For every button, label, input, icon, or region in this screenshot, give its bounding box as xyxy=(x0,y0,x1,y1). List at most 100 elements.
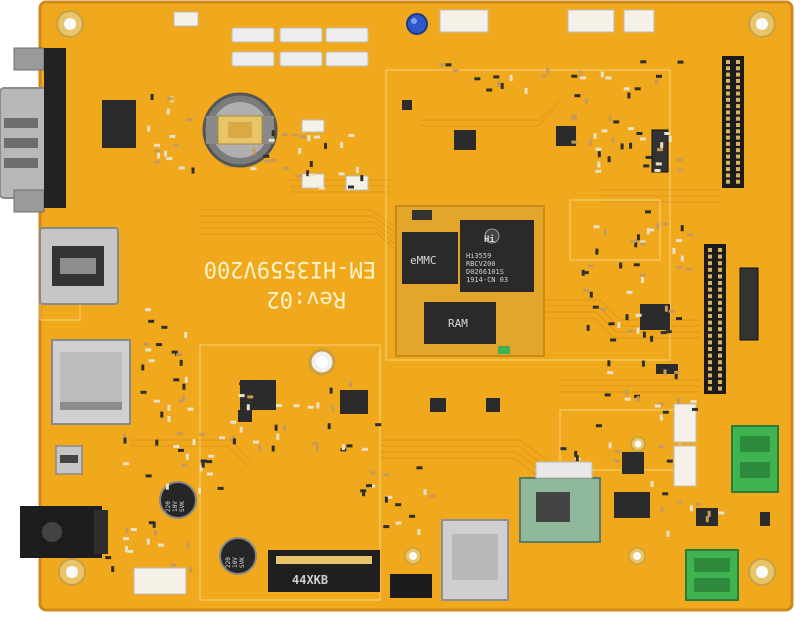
smd-part xyxy=(639,273,646,277)
header-pin xyxy=(736,66,740,71)
smd-part xyxy=(384,496,388,503)
smd-part xyxy=(181,464,188,467)
header-pin xyxy=(736,173,740,178)
smd-part xyxy=(161,325,168,329)
smd-part xyxy=(593,133,597,139)
jst-connectors-top xyxy=(173,9,655,191)
smd-part xyxy=(247,395,254,399)
jst-connectors-right xyxy=(673,403,697,487)
smd-part xyxy=(595,169,602,173)
smd-part xyxy=(646,228,650,235)
header-pin xyxy=(726,110,730,115)
smd-part xyxy=(624,397,631,401)
smd-part xyxy=(613,459,620,463)
smd-part xyxy=(395,503,402,507)
header-pin xyxy=(718,281,722,285)
header-pin xyxy=(718,261,722,266)
smd-part xyxy=(662,492,669,496)
smd-part xyxy=(352,393,359,397)
smd-part xyxy=(327,423,331,430)
header-pin xyxy=(726,154,730,159)
smd-part xyxy=(707,510,711,517)
header-pin xyxy=(736,97,740,102)
header-pin xyxy=(708,386,712,391)
smd-part xyxy=(417,529,421,536)
mounting-holes xyxy=(56,10,776,586)
smd-part xyxy=(311,442,318,446)
fpc-connector-2 xyxy=(739,267,759,341)
soc-line-1: Hi3559 xyxy=(466,252,491,260)
smd-part xyxy=(292,133,299,137)
smd-part xyxy=(695,502,702,506)
smd-part xyxy=(574,94,581,98)
header-pin xyxy=(718,347,722,351)
dc-power-jack xyxy=(20,506,108,558)
smd-part xyxy=(318,186,325,190)
smd-part xyxy=(360,409,367,413)
header-pin xyxy=(736,78,740,83)
header-pin xyxy=(736,110,740,115)
coin-cell-holder xyxy=(202,92,278,168)
header-pin xyxy=(708,314,712,318)
header-pin xyxy=(708,353,712,358)
smd-part xyxy=(331,405,335,412)
smd-part xyxy=(600,71,604,78)
smd-part xyxy=(123,437,127,444)
smd-part xyxy=(665,330,672,334)
smd-part xyxy=(445,63,452,67)
smd-part xyxy=(627,127,634,131)
smd-part xyxy=(648,228,655,232)
header-pin xyxy=(718,340,722,345)
smd-part xyxy=(141,364,145,371)
smd-part xyxy=(152,521,156,528)
smd-part xyxy=(625,389,629,396)
smd-part xyxy=(663,222,670,226)
smd-part xyxy=(153,399,160,403)
header-pin xyxy=(708,261,712,266)
smd-part xyxy=(680,255,684,262)
soc-line-4: 1914-CN 03 xyxy=(466,276,508,284)
smd-part xyxy=(176,352,182,356)
header-pin xyxy=(736,141,740,146)
smd-part xyxy=(238,394,245,398)
smd-part xyxy=(150,94,154,100)
smd-part xyxy=(546,67,550,74)
smd-part xyxy=(452,69,459,73)
smd-part xyxy=(270,159,277,162)
smd-part xyxy=(656,74,662,78)
smd-part xyxy=(186,118,193,122)
smd-part xyxy=(199,465,203,472)
smd-part xyxy=(296,174,303,178)
header-pin xyxy=(726,135,730,140)
smd-part xyxy=(362,490,366,497)
header-pin xyxy=(726,173,730,178)
smd-part xyxy=(601,129,608,133)
smd-part xyxy=(613,120,620,124)
smd-part xyxy=(582,271,589,275)
smd-part xyxy=(198,487,201,494)
core-module xyxy=(395,205,545,357)
smd-part xyxy=(366,484,372,488)
smd-part xyxy=(524,88,528,94)
smd-part xyxy=(253,440,259,444)
smd-part xyxy=(677,397,680,404)
smd-part xyxy=(192,439,196,446)
smd-part xyxy=(173,143,179,147)
header-pin xyxy=(726,141,730,146)
smd-part xyxy=(409,514,416,518)
smd-part xyxy=(276,404,282,408)
smd-part xyxy=(206,460,213,464)
header-pin xyxy=(708,300,712,305)
smd-part xyxy=(474,77,481,81)
smd-part xyxy=(167,97,173,101)
header-pin xyxy=(708,267,712,272)
smd-part xyxy=(160,411,164,418)
smd-part xyxy=(625,314,629,321)
smd-part xyxy=(147,125,151,132)
smd-part xyxy=(676,317,682,321)
header-pin xyxy=(718,267,722,272)
smd-part xyxy=(676,158,683,162)
smd-part xyxy=(176,432,183,436)
slide-switch xyxy=(390,574,432,598)
header-pin xyxy=(726,60,730,64)
